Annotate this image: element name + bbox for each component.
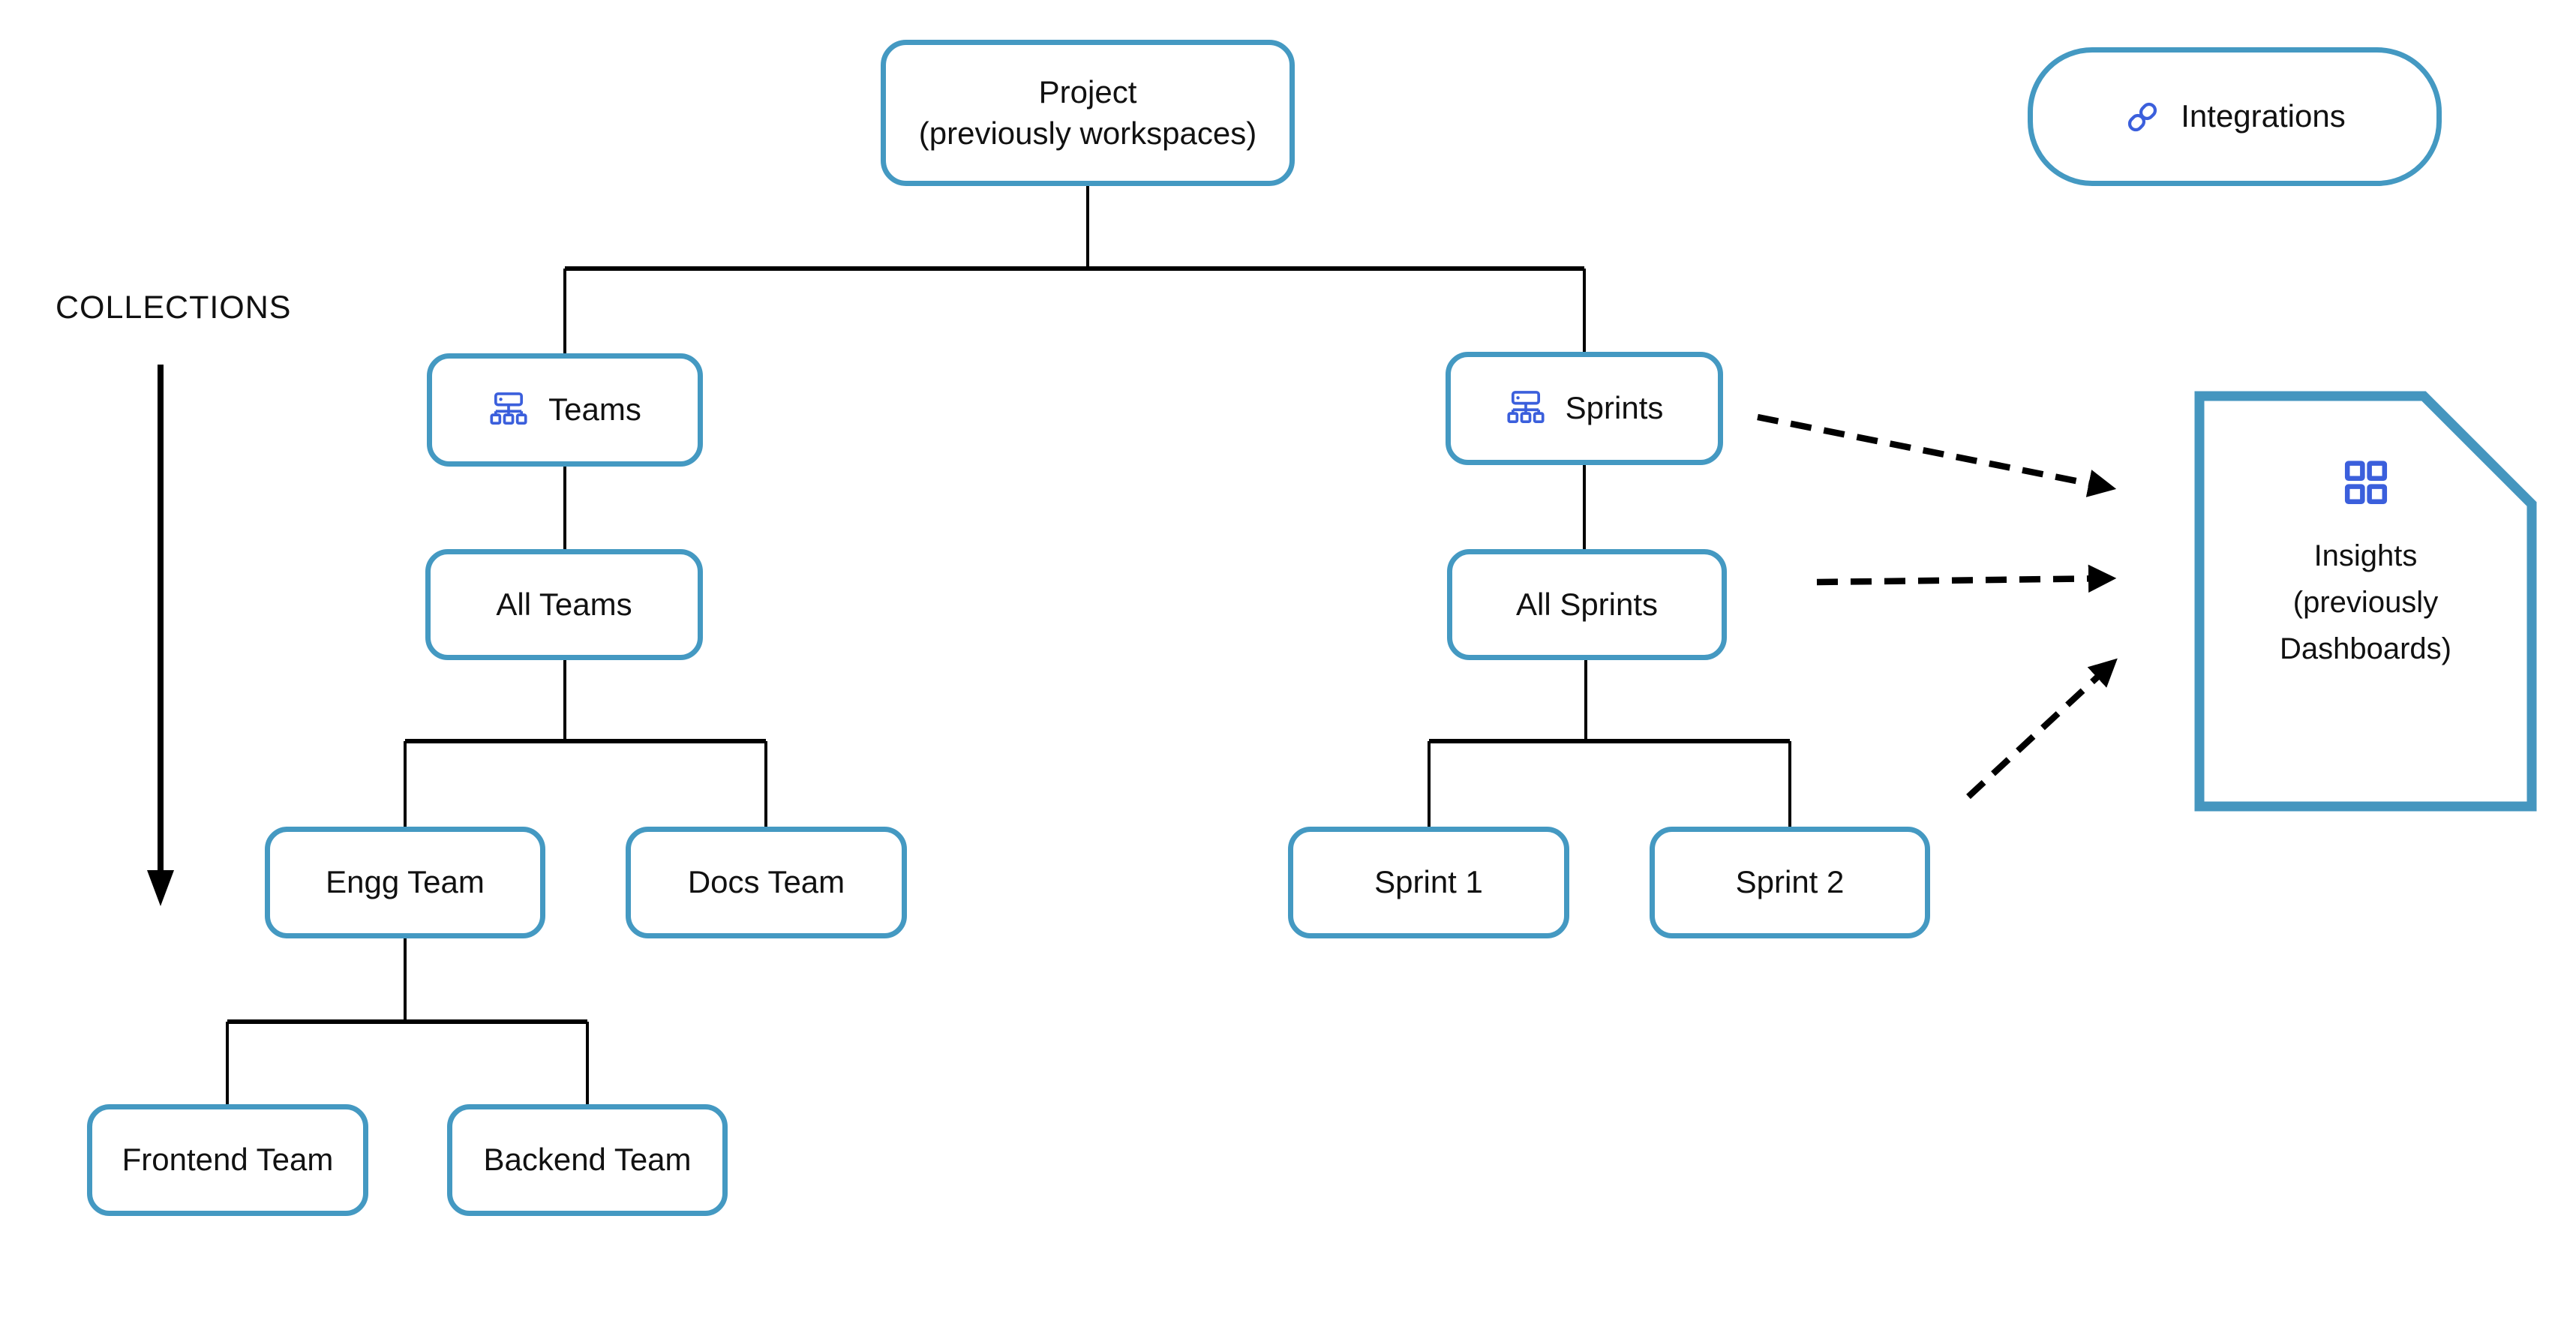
insights-label-line1: Insights <box>2313 539 2418 572</box>
all-teams-label: All Teams <box>496 586 632 622</box>
dashed-arrows <box>1757 413 2118 800</box>
node-sprints[interactable]: Sprints <box>1446 352 1723 465</box>
project-label-line1: Project <box>1038 74 1137 110</box>
node-sprint-1[interactable]: Sprint 1 <box>1288 827 1569 938</box>
node-integrations[interactable]: Integrations <box>2028 47 2442 186</box>
node-all-teams[interactable]: All Teams <box>425 549 703 660</box>
sprint-1-label: Sprint 1 <box>1374 864 1483 900</box>
link-icon <box>2124 98 2161 136</box>
project-label-line2: (previously workspaces) <box>918 115 1257 151</box>
arrow-sprints-to-insights <box>1757 413 2117 497</box>
insights-label-line3: Dashboards) <box>2279 632 2451 665</box>
org-chart-icon <box>488 391 529 430</box>
sprint-2-label: Sprint 2 <box>1735 864 1845 900</box>
arrow-sprint2-to-insights <box>1966 658 2118 800</box>
docs-team-label: Docs Team <box>687 864 845 900</box>
sprints-label: Sprints <box>1565 390 1664 426</box>
node-docs-team[interactable]: Docs Team <box>626 827 907 938</box>
collections-arrowhead-icon <box>147 870 174 906</box>
collections-arrow <box>147 365 174 906</box>
org-chart-icon <box>1506 389 1546 428</box>
insights-document-shape[interactable] <box>2194 391 2537 812</box>
node-frontend-team[interactable]: Frontend Team <box>87 1104 368 1216</box>
arrow-allsprints-to-insights <box>1816 564 2117 593</box>
teams-label: Teams <box>548 392 641 428</box>
engg-team-label: Engg Team <box>326 864 485 900</box>
node-backend-team[interactable]: Backend Team <box>447 1104 728 1216</box>
node-sprint-2[interactable]: Sprint 2 <box>1650 827 1930 938</box>
insights-label-line2: (previously <box>2292 586 2439 619</box>
node-engg-team[interactable]: Engg Team <box>265 827 545 938</box>
node-teams[interactable]: Teams <box>427 353 703 467</box>
tree-connectors <box>226 186 1791 1104</box>
collections-label: COLLECTIONS <box>56 290 292 326</box>
backend-team-label: Backend Team <box>483 1142 692 1178</box>
dashboard-grid-icon <box>2343 459 2389 507</box>
all-sprints-label: All Sprints <box>1515 586 1659 622</box>
frontend-team-label: Frontend Team <box>122 1142 334 1178</box>
node-project[interactable]: Project (previously workspaces) <box>881 40 1295 186</box>
insights-document-content[interactable]: Insights (previously Dashboards) <box>2199 396 2532 806</box>
integrations-label: Integrations <box>2181 98 2346 134</box>
node-all-sprints[interactable]: All Sprints <box>1447 549 1727 660</box>
